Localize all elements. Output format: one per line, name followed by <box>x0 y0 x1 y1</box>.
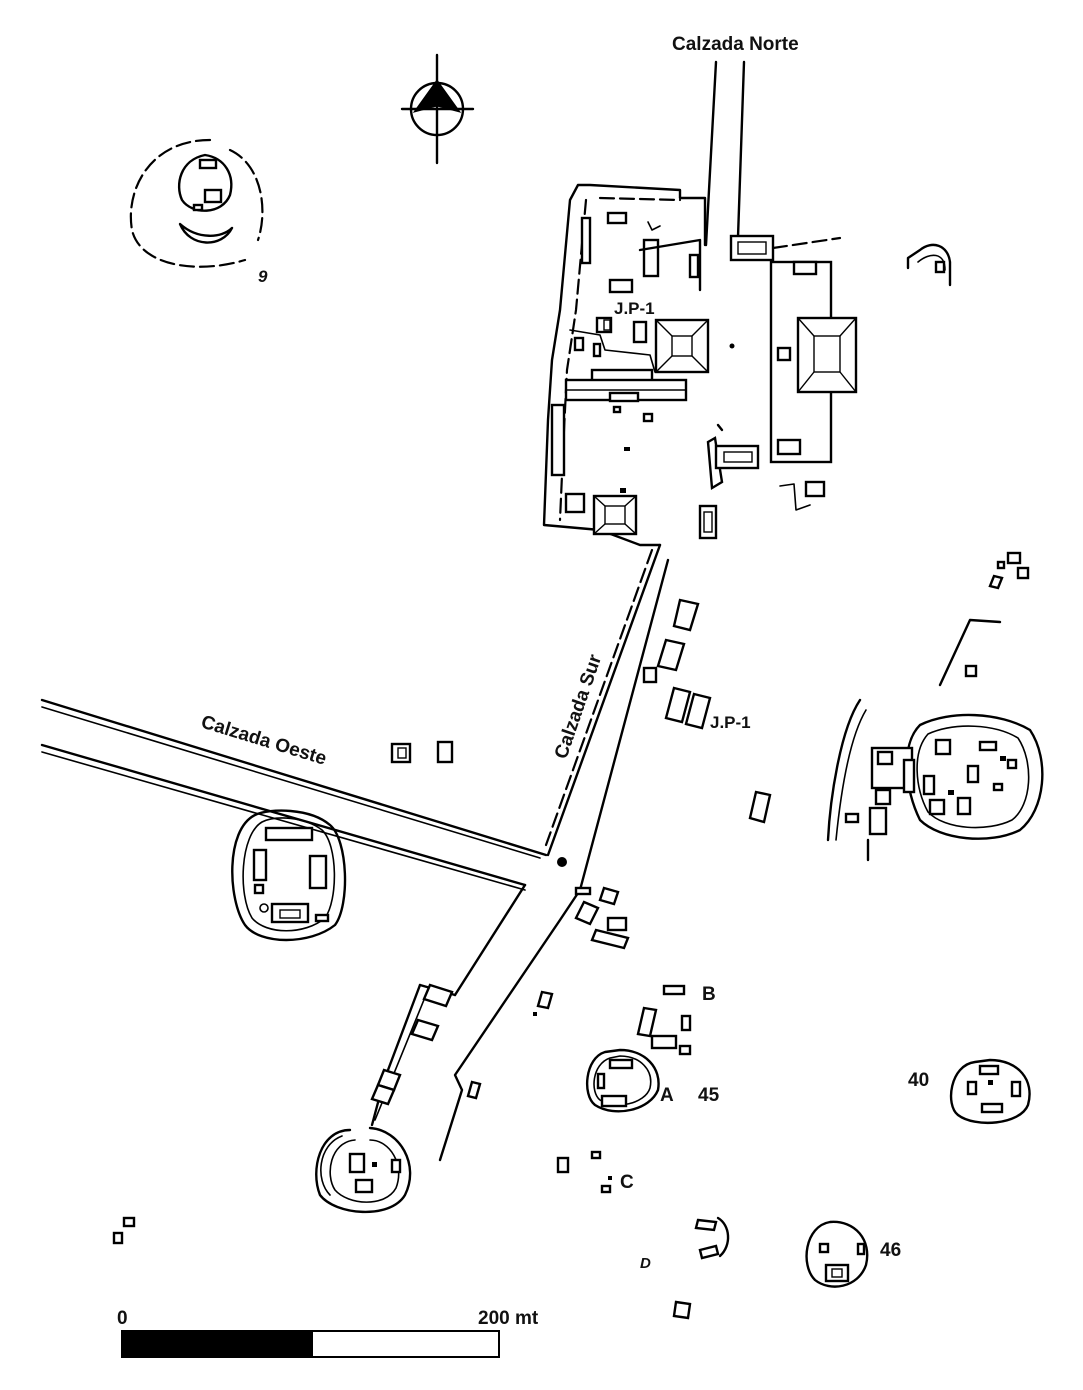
calzada-sur <box>544 543 670 892</box>
group-b-label: B <box>702 984 716 1005</box>
southern-roads <box>370 883 582 1162</box>
jp1-upper-label: J.P-1 <box>614 299 655 318</box>
main-plaza-complex <box>542 183 858 547</box>
far-sw-structures <box>112 1216 136 1245</box>
sw-route-structures <box>370 983 554 1106</box>
scale-bar-black-segment <box>121 1330 313 1358</box>
calzada-oeste <box>40 698 548 891</box>
calzada-norte <box>704 60 746 247</box>
scale-bar: 0 200 mt <box>117 1308 539 1358</box>
calzada-sur-label: Calzada Sur <box>551 651 606 761</box>
west-mound-complex <box>231 809 347 942</box>
sw-mound-complex <box>315 1126 412 1214</box>
group-40-label: 40 <box>908 1070 929 1091</box>
calzada-norte-label: Calzada Norte <box>672 34 799 55</box>
jp1-lower-label: J.P-1 <box>710 713 751 732</box>
group-d-label: D <box>640 1255 651 1272</box>
jp1-lower-structures <box>642 598 772 824</box>
scale-bar-white-segment <box>311 1330 500 1358</box>
group-a-45 <box>586 1048 660 1113</box>
group-d <box>672 1216 730 1320</box>
group-45-label: 45 <box>698 1085 720 1106</box>
group-46 <box>805 1220 869 1288</box>
east-mound-complex <box>826 551 1044 862</box>
group-b <box>636 984 692 1056</box>
group-40 <box>949 1058 1031 1125</box>
scale-start-label: 0 <box>117 1308 128 1329</box>
junction-structures <box>557 857 630 950</box>
group-9-mound <box>129 138 264 268</box>
north-arrow-icon <box>400 53 475 165</box>
west-small-structures <box>390 740 454 764</box>
ne-structure <box>906 243 952 287</box>
group-a-label: A <box>660 1085 674 1106</box>
group-46-label: 46 <box>880 1240 901 1261</box>
group-c-label: C <box>620 1172 634 1193</box>
group-9-label: 9 <box>258 267 268 286</box>
scale-end-label: 200 mt <box>478 1308 539 1329</box>
group-c <box>556 1150 612 1194</box>
